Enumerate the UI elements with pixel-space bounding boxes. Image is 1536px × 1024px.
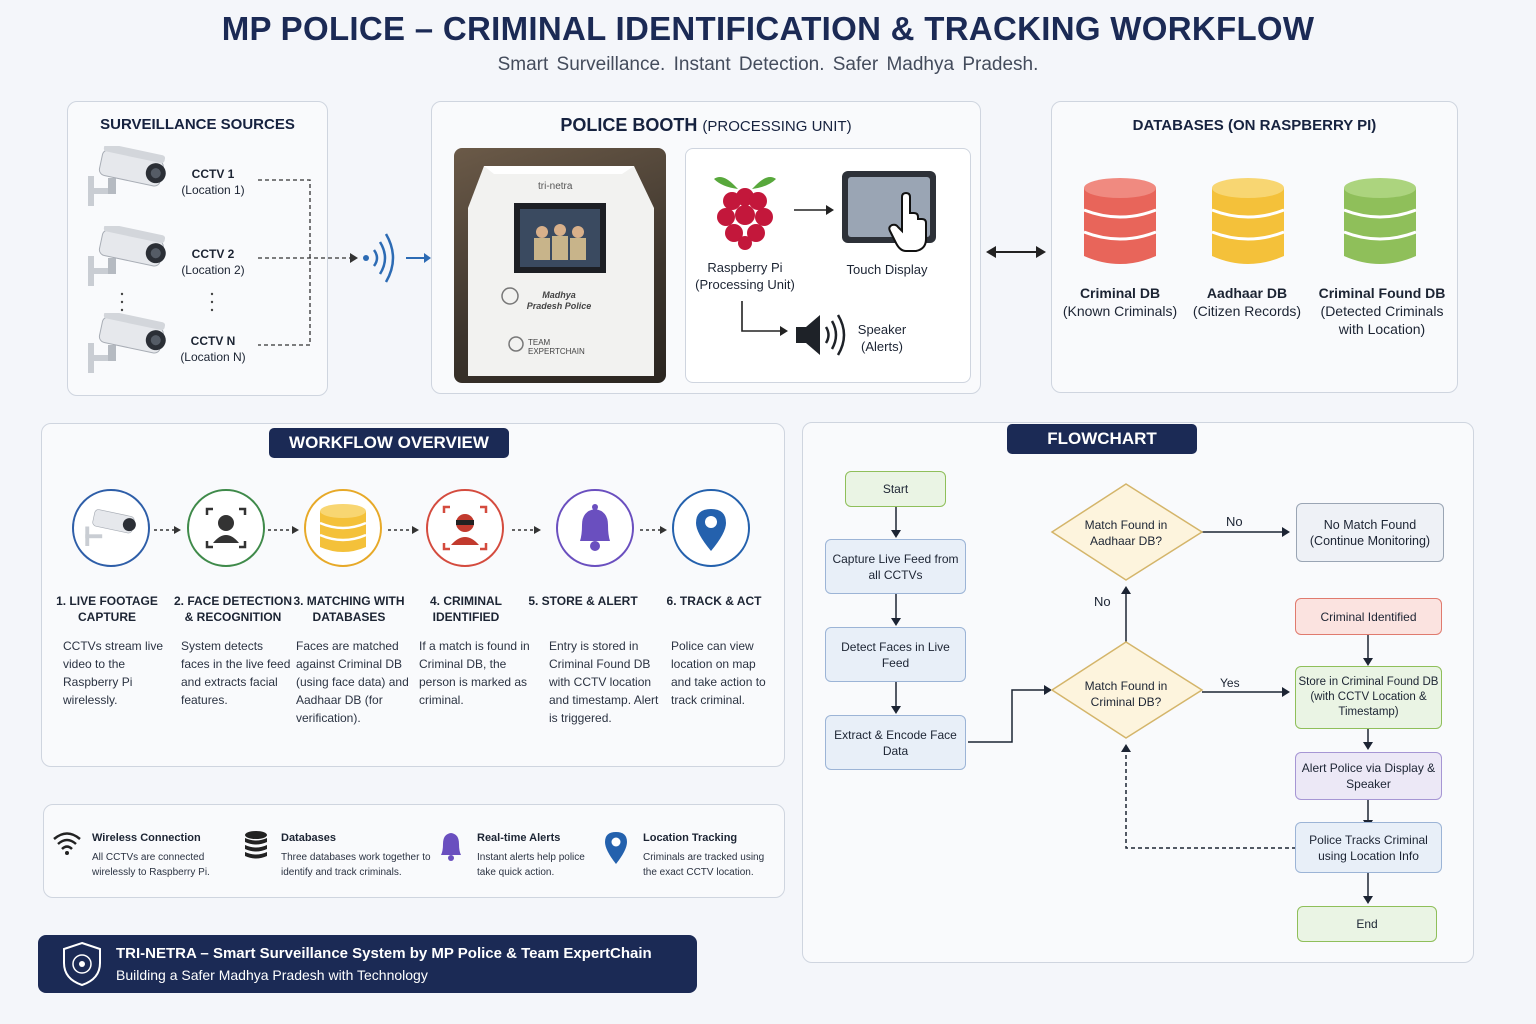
feature-location-desc: Criminals are tracked using the exact CC… xyxy=(643,852,765,878)
features-strip xyxy=(43,804,785,898)
alert-bell-icon xyxy=(441,833,461,861)
step-5-title: 5. STORE & ALERT xyxy=(528,594,638,608)
feature-alerts-title: Real-time Alerts xyxy=(477,832,561,844)
bell-icon xyxy=(580,504,610,551)
step-arrows xyxy=(154,526,667,534)
step-4-circle xyxy=(426,489,504,567)
flow-start-node: Start xyxy=(845,471,946,507)
speaker-icon xyxy=(796,314,846,356)
aadhaar-db-icon xyxy=(1211,178,1285,264)
booth-team-text: TEAM EXPERTCHAIN xyxy=(528,338,585,356)
page-subtitle: Smart Surveillance. Instant Detection. S… xyxy=(497,54,1039,75)
aadhaar-db-label: Aadhaar DB(Citizen Records) xyxy=(1192,285,1302,319)
feature-alerts-desc: Instant alerts help police take quick ac… xyxy=(477,852,585,878)
step-4-desc: If a match is found in Criminal DB, the … xyxy=(419,639,530,707)
booth-brand-text: tri-netra xyxy=(538,181,573,192)
flow-identified-node: Criminal Identified xyxy=(1295,598,1442,635)
feature-location-title: Location Tracking xyxy=(643,832,738,844)
bidirectional-arrow xyxy=(986,246,1046,258)
criminal-icon xyxy=(442,505,488,551)
database-icon xyxy=(319,504,367,552)
workflow-overview-panel xyxy=(41,423,785,767)
databases-panel: DATABASES (ON RASPBERRY PI) Criminal DB(… xyxy=(1051,101,1458,393)
wireless-signal-icon xyxy=(363,233,431,283)
cctv-camera-icon xyxy=(88,313,166,373)
flow-detect-node: Detect Faces in Live Feed xyxy=(825,627,966,682)
processing-components-box: Raspberry Pi(Processing Unit) Touch Disp… xyxy=(685,148,971,383)
booth-photo: tri-netra Madhya Pradesh Police TEAM EXP… xyxy=(454,148,666,383)
flow-store-node: Store in Criminal Found DB (with CCTV Lo… xyxy=(1295,666,1442,729)
step-6-desc: Police can view location on map and take… xyxy=(671,639,766,707)
booth-police-text: Madhya Pradesh Police xyxy=(526,290,592,311)
edge-no-label: No xyxy=(1226,514,1243,529)
flowchart-tag: FLOWCHART xyxy=(1007,424,1197,454)
vertical-dots xyxy=(120,292,214,312)
flow-capture-node: Capture Live Feed from all CCTVs xyxy=(825,539,966,594)
criminal-found-db-icon xyxy=(1343,178,1417,264)
raspberry-pi-label: Raspberry Pi(Processing Unit) xyxy=(695,260,795,292)
step-2-desc: System detects faces in the live feed an… xyxy=(181,639,291,707)
flow-end-node: End xyxy=(1297,906,1437,942)
elbow-arrow xyxy=(741,301,788,336)
police-booth-panel: POLICE BOOTH (PROCESSING UNIT) tri-netra… xyxy=(431,101,981,394)
camera-connector-lines xyxy=(258,179,358,346)
wifi-icon xyxy=(53,832,81,855)
flow-aadhaar-decision: Match Found in Aadhaar DB? xyxy=(1084,518,1168,548)
step-1-title: 1. LIVE FOOTAGE CAPTURE xyxy=(56,594,158,624)
raspberry-pi-icon xyxy=(714,177,776,250)
flow-extract-node: Extract & Encode Face Data xyxy=(825,715,966,770)
feature-databases-desc: Three databases work together to identif… xyxy=(281,852,431,878)
page-title: MP POLICE – CRIMINAL IDENTIFICATION & TR… xyxy=(221,10,1315,47)
step-6-title: 6. TRACK & ACT xyxy=(666,594,762,608)
criminal-db-label: Criminal DB(Known Criminals) xyxy=(1062,285,1178,319)
feature-wireless-title: Wireless Connection xyxy=(92,832,201,844)
banner-subtitle: Building a Safer Madhya Pradesh with Tec… xyxy=(116,967,428,983)
feature-databases-title: Databases xyxy=(281,832,337,844)
step-1-desc: CCTVs stream live video to the Raspberry… xyxy=(63,639,164,707)
surveillance-sources-title: SURVEILLANCE SOURCES xyxy=(100,116,295,133)
databases-title: DATABASES (ON RASPBERRY PI) xyxy=(1132,117,1377,134)
step-6-circle xyxy=(672,489,750,567)
police-badge-icon xyxy=(63,941,101,987)
flow-track-node: Police Tracks Criminal using Location In… xyxy=(1295,822,1442,873)
database-stack-icon xyxy=(245,831,267,859)
edge-no-label-2: No xyxy=(1094,594,1111,609)
speaker-label: Speaker(Alerts) xyxy=(857,322,907,354)
banner-title: TRI-NETRA – Smart Surveillance System by… xyxy=(116,945,652,962)
step-3-title: 3. MATCHING WITH DATABASES xyxy=(293,594,405,624)
step-4-title: 4. CRIMINAL IDENTIFIED xyxy=(430,594,502,624)
cctv-n-label: CCTV N(Location N) xyxy=(180,334,246,364)
workflow-overview-tag: WORKFLOW OVERVIEW xyxy=(269,428,509,458)
step-5-desc: Entry is stored in Criminal Found DB wit… xyxy=(549,639,659,725)
camera-icon xyxy=(85,509,136,546)
face-scan-icon xyxy=(205,507,247,549)
cctv-camera-icon xyxy=(88,146,166,206)
cctv-1-label: CCTV 1(Location 1) xyxy=(181,167,245,197)
step-3-circle xyxy=(304,489,382,567)
step-5-circle xyxy=(556,489,634,567)
edge-yes-label: Yes xyxy=(1220,676,1240,690)
step-2-title: 2. FACE DETECTION & RECOGNITION xyxy=(173,594,292,624)
touch-display-label: Touch Display xyxy=(846,262,928,277)
criminal-db-icon xyxy=(1083,178,1157,264)
police-booth-title: POLICE BOOTH (PROCESSING UNIT) xyxy=(560,115,852,135)
arrow-right-icon xyxy=(794,205,834,215)
step-1-circle xyxy=(72,489,150,567)
flow-alert-node: Alert Police via Display & Speaker xyxy=(1295,752,1442,800)
step-2-circle xyxy=(187,489,265,567)
flow-no-match-node: No Match Found (Continue Monitoring) xyxy=(1296,503,1444,562)
location-pin-icon xyxy=(696,509,726,551)
location-icon xyxy=(605,832,627,864)
criminal-found-db-label: Criminal Found DB(Detected Criminals wit… xyxy=(1318,285,1446,337)
footer-banner: TRI-NETRA – Smart Surveillance System by… xyxy=(38,935,697,993)
step-3-desc: Faces are matched against Criminal DB (u… xyxy=(296,639,409,725)
cctv-camera-icon xyxy=(88,226,166,286)
touch-display-icon xyxy=(842,171,936,252)
flowchart-connectors xyxy=(891,483,1373,904)
feature-wireless-desc: All CCTVs are connected wirelessly to Ra… xyxy=(92,852,210,878)
cctv-2-label: CCTV 2(Location 2) xyxy=(181,247,245,277)
flow-criminal-decision: Match Found in Criminal DB? xyxy=(1084,679,1168,709)
surveillance-sources-panel: SURVEILLANCE SOURCES xyxy=(67,101,328,396)
